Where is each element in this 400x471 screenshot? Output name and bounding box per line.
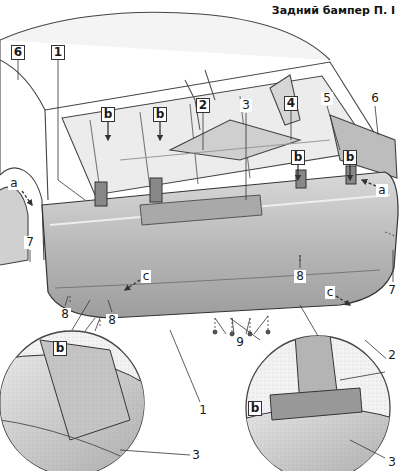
callout-number: 8	[59, 308, 71, 321]
callout-number: 8	[294, 270, 306, 283]
boxed-callout: b	[101, 107, 116, 122]
callout-number: a	[376, 184, 387, 197]
boxed-callout: 2	[196, 98, 210, 113]
callout-number: 1	[197, 404, 209, 417]
callout-number: 2	[386, 349, 398, 362]
callout-number: a	[8, 177, 19, 190]
boxed-callout: b	[53, 341, 68, 356]
boxed-callout: b	[248, 401, 263, 416]
callout-number: 5	[321, 92, 333, 105]
callout-number: 3	[240, 99, 252, 112]
detail-inset-left	[0, 300, 190, 471]
callout-number: 7	[24, 236, 36, 249]
bumper-guides	[95, 166, 356, 206]
callout-number: 3	[190, 449, 202, 462]
boxed-callout: 4	[284, 96, 298, 111]
callout-number: 6	[369, 92, 381, 105]
boxed-callout: b	[343, 150, 358, 165]
rear-bumper	[42, 172, 398, 318]
boxed-callout: 6	[11, 45, 25, 60]
callout-number: c	[141, 270, 152, 283]
boxed-callout: 1	[51, 45, 65, 60]
screws	[70, 232, 395, 336]
callout-number: 8	[106, 314, 118, 327]
detail-inset-right	[240, 305, 400, 471]
diagram-title: Задний бампер П. I	[271, 4, 396, 17]
callout-number: 7	[386, 284, 398, 297]
callout-number: 9	[234, 336, 246, 349]
boxed-callout: b	[153, 107, 168, 122]
callout-number: c	[325, 286, 336, 299]
callout-number: 3	[386, 456, 398, 469]
boxed-callout: b	[291, 150, 306, 165]
